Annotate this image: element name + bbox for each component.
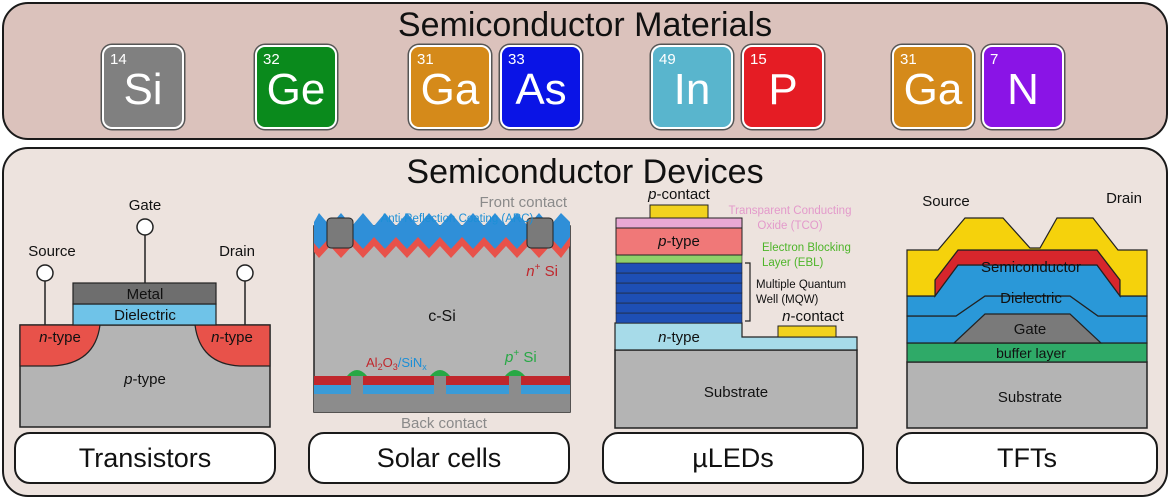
back-contact-via <box>351 376 363 394</box>
tft-diagram: Source Drain Semiconductor Dielectric Ga… <box>906 190 1148 429</box>
uled-n-type-layer <box>614 322 858 351</box>
element-symbol: Ga <box>903 65 963 114</box>
transistors-label: Transistors <box>14 432 276 484</box>
gate-label: Gate <box>1014 321 1047 338</box>
n-type-label-left: n-type <box>39 329 81 346</box>
n-type-label-right: n-type <box>211 329 253 346</box>
front-contact-finger <box>326 217 354 249</box>
atomic-number: 7 <box>990 51 999 68</box>
element-tile-ga: 31 Ga <box>409 45 491 129</box>
ebl-label-line2: Layer (EBL) <box>762 257 824 269</box>
uleds-label: µLEDs <box>602 432 864 484</box>
buffer-layer-label: buffer layer <box>996 345 1066 361</box>
p-plus-si-label: p+ Si <box>504 348 537 366</box>
solar-cells-label: Solar cells <box>308 432 570 484</box>
tft-substrate-label: Substrate <box>998 389 1062 406</box>
n-type-region-left <box>19 324 101 367</box>
atomic-number: 49 <box>659 51 676 68</box>
uled-substrate <box>614 349 858 429</box>
al2o3-sinx-label: Al2O3/SiNx <box>366 355 427 372</box>
tco-label-line1: Transparent Conducting <box>729 205 852 217</box>
n-type-region-right <box>194 324 271 367</box>
drain-terminal <box>236 264 254 282</box>
element-tile-si: 14 Si <box>102 45 184 129</box>
uled-p-type-layer <box>615 227 743 256</box>
mqw-layer <box>615 292 743 304</box>
element-symbol: Si <box>123 65 163 114</box>
ebl-layer <box>615 254 743 264</box>
uled-p-type-label: p-type <box>657 233 700 250</box>
element-tile-p: 15 P <box>742 45 824 129</box>
drain-label: Drain <box>219 243 255 260</box>
devices-title: Semiconductor Devices <box>406 153 764 191</box>
arc-label: Anti-Reflection Coating (ARC) <box>381 213 534 225</box>
mqw-layer <box>615 282 743 294</box>
element-tile-in: 49 In <box>651 45 733 129</box>
atomic-number: 33 <box>508 51 525 68</box>
p-contact-label: p-contact <box>647 186 711 203</box>
materials-title: Semiconductor Materials <box>397 6 773 44</box>
mqw-layer <box>615 302 743 314</box>
p-plus-si-spot <box>430 370 450 376</box>
mqw-layer <box>615 312 743 324</box>
tft-dielectric-label: Dielectric <box>1000 290 1062 307</box>
dielectric-label: Dielectric <box>114 307 176 324</box>
n-contact-pad <box>777 325 837 338</box>
uled-substrate-label: Substrate <box>704 384 768 401</box>
front-contact-label: Front contact <box>479 194 567 211</box>
ebl-label-line1: Electron Blocking <box>762 242 851 254</box>
element-tile-n: 7 N <box>982 45 1064 129</box>
back-contact-via <box>509 376 521 394</box>
p-type-label: p-type <box>123 371 166 388</box>
element-symbol: N <box>1007 65 1039 114</box>
uled-n-type-label: n-type <box>658 329 700 346</box>
p-plus-si-spot <box>505 370 525 376</box>
p-plus-si-spot <box>347 370 367 376</box>
element-symbol: Ge <box>266 65 326 114</box>
tft-source-label: Source <box>922 193 970 210</box>
gate-label: Gate <box>129 197 162 214</box>
metal-label: Metal <box>127 286 164 303</box>
element-tile-as: 33 As <box>500 45 582 129</box>
tco-label-line2: Oxide (TCO) <box>757 220 822 232</box>
gate-terminal <box>136 218 154 236</box>
solar-cell-diagram: Front contact Anti-Reflection Coating (A… <box>313 194 571 432</box>
mqw-layer <box>615 272 743 284</box>
mqw-label-line2: Well (MQW) <box>756 294 819 306</box>
mqw-label-line1: Multiple Quantum <box>756 279 846 291</box>
mqw-bracket <box>745 262 751 322</box>
back-contact-label: Back contact <box>401 415 488 432</box>
atomic-number: 31 <box>417 51 434 68</box>
back-contact-via <box>434 376 446 394</box>
atomic-number: 31 <box>900 51 917 68</box>
source-drain-electrodes <box>906 217 1148 297</box>
n-plus-si-label: n+ Si <box>526 262 558 280</box>
source-label: Source <box>28 243 76 260</box>
element-symbol: In <box>673 65 711 114</box>
element-symbol: Ga <box>420 65 480 114</box>
tco-layer <box>615 217 743 229</box>
semiconductor-label: Semiconductor <box>981 259 1081 276</box>
c-si-label: c-Si <box>428 308 456 325</box>
arc-layer <box>314 213 570 249</box>
p-contact-pad <box>649 204 709 219</box>
atomic-number: 15 <box>750 51 767 68</box>
element-tile-ga: 31 Ga <box>892 45 974 129</box>
element-symbol: As <box>515 65 567 114</box>
element-tile-ge: 32 Ge <box>255 45 337 129</box>
source-terminal <box>36 264 54 282</box>
atomic-number: 32 <box>263 51 280 68</box>
transistor-diagram: Gate Source Drain Metal Dielectric n-typ… <box>19 197 271 428</box>
uled-diagram: p-contact Transparent Conducting Oxide (… <box>614 186 858 429</box>
element-symbol: P <box>768 65 798 114</box>
gate-layer <box>952 313 1103 344</box>
n-contact-label: n-contact <box>782 308 845 325</box>
atomic-number: 14 <box>110 51 127 68</box>
tfts-label: TFTs <box>896 432 1158 484</box>
back-contact-layer <box>314 394 570 412</box>
front-contact-finger <box>526 217 554 249</box>
mqw-layer <box>615 262 743 274</box>
tft-drain-label: Drain <box>1106 190 1142 207</box>
